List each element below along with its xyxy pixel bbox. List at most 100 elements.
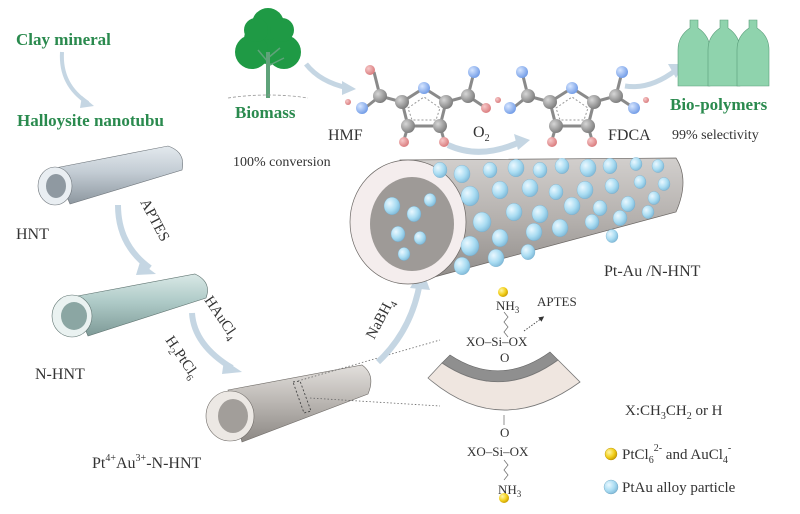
carbon-atom [373, 89, 387, 103]
fdca-label: FDCA [608, 127, 651, 144]
alloy-particle [633, 175, 647, 189]
nitrogen-atom [628, 102, 640, 114]
alloy-legend-icon [603, 479, 619, 495]
aptes-arrowhead [136, 262, 156, 275]
alloy-particle [520, 244, 536, 260]
x-definition: X:CH3CH2 or H [625, 403, 723, 422]
bottles-icon [677, 19, 770, 87]
aptes-pointer-arrow [523, 316, 545, 332]
alloy-particle [551, 219, 569, 237]
conversion-label: 100% conversion [233, 155, 331, 170]
carbon-atom [543, 95, 557, 109]
alloy-particle [413, 231, 427, 245]
alloy-particle [453, 257, 471, 275]
carbon-atom [549, 119, 563, 133]
alloy-particle [525, 223, 543, 241]
biopolymers-label: Bio-polymers [670, 95, 768, 114]
alloy-particle [620, 196, 636, 212]
alloy-particle [629, 157, 643, 171]
halloysite-label: Halloysite nanotubu [17, 111, 164, 130]
alloy-particle [491, 181, 509, 199]
alloy-particle [487, 249, 505, 267]
clay-mineral-label: Clay mineral [16, 30, 111, 49]
product-label: Pt-Au /N-HNT [604, 263, 701, 280]
carbon-atom [401, 119, 415, 133]
ion-dot-top [498, 287, 508, 297]
oxidation-arrowhead [514, 134, 530, 150]
alloy-particle [651, 159, 665, 173]
alloy-particle [460, 235, 480, 257]
alloy-particle [592, 200, 608, 216]
nitrogen-atom [468, 66, 480, 78]
aromatic-ring [555, 96, 589, 121]
nitrogen-atom [566, 82, 578, 94]
alloy-particle [472, 211, 492, 233]
alloy-particle [453, 165, 471, 183]
alloy-particle [521, 179, 539, 197]
carbon-atom [587, 95, 601, 109]
alloy-particle [507, 159, 525, 177]
silane-bottom-label: XO–Si–OX [467, 444, 529, 459]
alloy-particle [482, 162, 498, 178]
nh3-top-label: NH3 [496, 298, 520, 315]
alkyl-chain-top [503, 311, 509, 338]
bottle [677, 19, 711, 87]
oxygen-atom [399, 137, 409, 147]
carbon-atom [521, 89, 535, 103]
hnt-label: HNT [16, 226, 49, 243]
h2ptcl6-label: H2PtCl6 [159, 333, 201, 383]
hydrogen-atom [495, 97, 501, 103]
alloy-particle [531, 205, 549, 223]
fdca-molecule [495, 66, 649, 147]
alloy-particle [548, 184, 564, 200]
carbon-atom [433, 119, 447, 133]
fdca-to-polymer-arrow [624, 68, 678, 90]
biomass-label: Biomass [235, 103, 296, 122]
clay-to-halloysite-arrowhead [80, 96, 94, 108]
o-bottom-label: O [500, 425, 509, 440]
haucl4-label: HAuCl4 [198, 293, 241, 344]
metal-loading-arrowhead [222, 360, 242, 374]
alloy-particle [604, 178, 620, 194]
precursor-label: Pt4+Au3+-N-HNT [92, 453, 202, 472]
zoom-line-top [297, 339, 441, 382]
hmf-label: HMF [328, 127, 363, 144]
nitrogen-atom [616, 66, 628, 78]
zoom-line-bottom [309, 397, 441, 407]
n-hnt-tube [51, 273, 208, 338]
n-hnt-label: N-HNT [35, 366, 85, 383]
hmf-molecule [345, 65, 491, 147]
nabh4-arrow [375, 281, 423, 365]
nitrogen-atom [516, 66, 528, 78]
o-top-label: O [500, 350, 509, 365]
carbon-atom [439, 95, 453, 109]
oxygen-atom [547, 137, 557, 147]
silane-top-label: XO–Si–OX [466, 334, 528, 349]
carbon-atom [581, 119, 595, 133]
oxygen-atom [481, 103, 491, 113]
pt-au-n-hnt-tube [349, 157, 684, 285]
carbon-atom [609, 89, 623, 103]
alkyl-chain-bottom [503, 459, 509, 481]
nitrogen-atom [504, 102, 516, 114]
alloy-particle [612, 210, 628, 226]
alloy-particle [605, 229, 619, 243]
biomass-to-hmf-arrow [304, 62, 349, 91]
carbon-atom [395, 95, 409, 109]
biomass-arrowhead [342, 81, 356, 95]
alloy-particle [390, 226, 406, 242]
alloy-particle [554, 158, 570, 174]
hydrogen-atom [643, 97, 649, 103]
alloy-particle [383, 197, 401, 215]
o2-label: O2 [473, 124, 490, 144]
oxygen-atom [365, 65, 375, 75]
alloy-particle [576, 181, 594, 199]
alloy-particle [532, 162, 548, 178]
alloy-particle [423, 193, 437, 207]
aptes-step-label: APTES [136, 196, 172, 244]
alloy-particle [406, 206, 422, 222]
ion-legend-label: PtCl62- and AuCl4- [622, 443, 731, 466]
ion-legend-icon [604, 447, 618, 461]
